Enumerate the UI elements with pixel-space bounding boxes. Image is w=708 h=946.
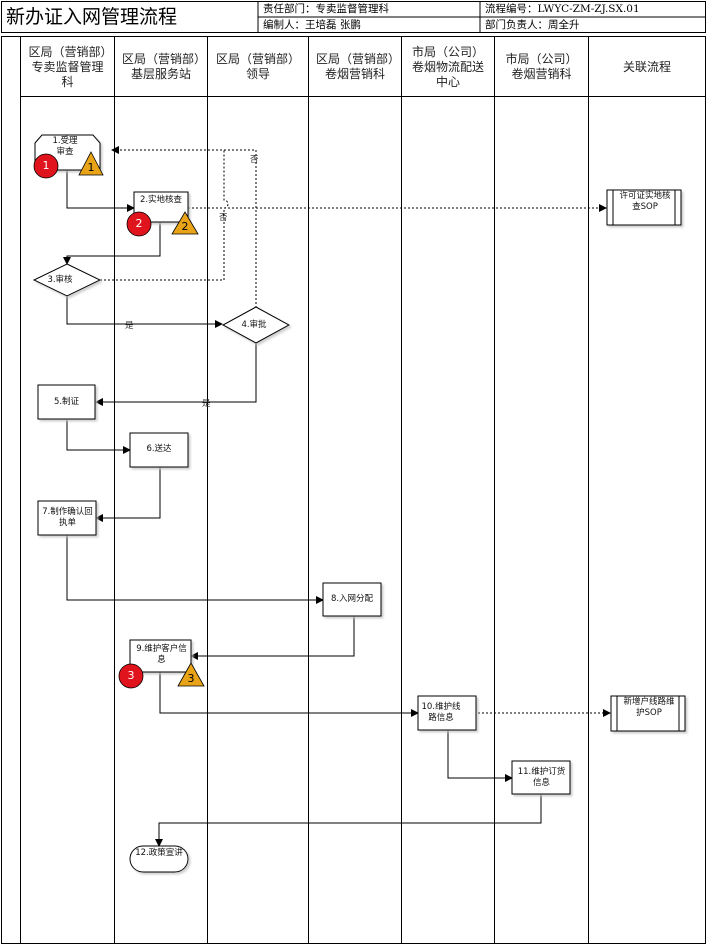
nodes (32, 134, 686, 873)
header-table (1, 1, 706, 33)
sop-1-shape (606, 189, 682, 226)
node-7-label: 7.制作确认回执单 (42, 507, 93, 528)
lane-header-related: 关联流程 (622, 59, 671, 74)
node-3-label: 3.审核 (47, 275, 73, 285)
author: 编制人：王培磊 张鹏 (263, 19, 361, 31)
node-11-label: 11.维护订货信息 (517, 767, 566, 788)
control-number-1: 1 (87, 161, 95, 174)
edge-5-6 (66, 420, 131, 454)
markers (33, 151, 205, 689)
lane-header-supervision: 区局（营销部）专卖监督管理科 (28, 44, 107, 89)
node-10-shape (417, 695, 477, 731)
risk-number-2: 2 (135, 217, 143, 230)
lane-header-city-marketing: 市局（公司）卷烟营销科 (505, 52, 578, 81)
edge-3-4-yes (66, 296, 223, 328)
edge-1-2 (66, 170, 135, 212)
edge-4-5-yes (95, 342, 257, 406)
lane-header-service-station: 区局（营销部）基层服务站 (121, 52, 200, 81)
control-marker-3 (177, 662, 205, 687)
edge-4-1-no (111, 146, 257, 312)
node-2-label: 2.实地核查 (139, 195, 183, 205)
control-number-2: 2 (181, 220, 189, 233)
node-5-label: 5.制证 (53, 397, 80, 407)
node-7-shape (37, 500, 97, 536)
node-8-shape (322, 582, 382, 617)
lane-header-leadership: 区局（营销部）领导 (215, 52, 300, 81)
edge-label-no-2: 否 (219, 213, 228, 223)
risk-number-3: 3 (127, 669, 135, 682)
dept-owner: 部门负责人：周全升 (485, 19, 580, 31)
node-3-shape (32, 263, 102, 297)
edge-10-11 (447, 730, 513, 782)
edge-2-3 (63, 222, 161, 265)
node-11-shape (511, 760, 571, 795)
node-10-label: 10.维护线路信息 (421, 702, 461, 723)
edge-8-9 (190, 616, 355, 660)
node-1-label: 1.受理审查 (52, 136, 78, 157)
node-9-label: 9.维护客户信息 (136, 644, 187, 665)
page-title: 新办证入网管理流程 (6, 6, 178, 28)
control-marker-2 (171, 211, 199, 235)
node-9-shape (129, 639, 192, 673)
risk-number-1: 1 (42, 159, 50, 172)
lane-header-logistics: 市局（公司）卷烟物流配送中心 (411, 44, 484, 89)
sop-2-label: 新增户线路维护SOP (623, 697, 675, 718)
swimlane-frame (1, 36, 706, 944)
edge-label-no-1: 否 (250, 155, 259, 165)
node-12-label: 12.政策宣讲 (135, 848, 183, 858)
sop-2-shape (610, 695, 686, 732)
node-6-label: 6.送达 (146, 444, 172, 454)
control-number-3: 3 (187, 672, 195, 685)
risk-marker-3 (118, 663, 144, 689)
risk-marker-1 (33, 153, 59, 179)
responsible-dept: 责任部门：专卖监督管理科 (263, 3, 389, 15)
edge-9-10 (159, 672, 419, 717)
edge-label-yes-2: 是 (202, 399, 211, 409)
sop-1-label: 许可证实地核查SOP (619, 191, 671, 212)
node-5-shape (37, 384, 96, 420)
node-4-label: 4.审批 (241, 320, 267, 330)
edge-7-8 (66, 535, 324, 604)
connectors (63, 170, 542, 847)
node-12-shape (129, 845, 189, 873)
risk-marker-2 (126, 211, 152, 237)
control-marker-1 (78, 151, 104, 176)
edge-6-7 (95, 467, 161, 522)
node-4-shape (221, 306, 291, 344)
lane-header-marketing: 区局（营销部）卷烟营销科 (315, 52, 394, 81)
dotted-connectors (100, 146, 611, 717)
node-6-shape (129, 432, 189, 468)
edge-label-yes-1: 是 (125, 321, 134, 331)
edge-11-12 (155, 794, 542, 847)
process-code: 流程编号：LWYC-ZM-ZJ.SX.01 (485, 3, 640, 15)
node-8-label: 8.入网分配 (330, 594, 374, 604)
